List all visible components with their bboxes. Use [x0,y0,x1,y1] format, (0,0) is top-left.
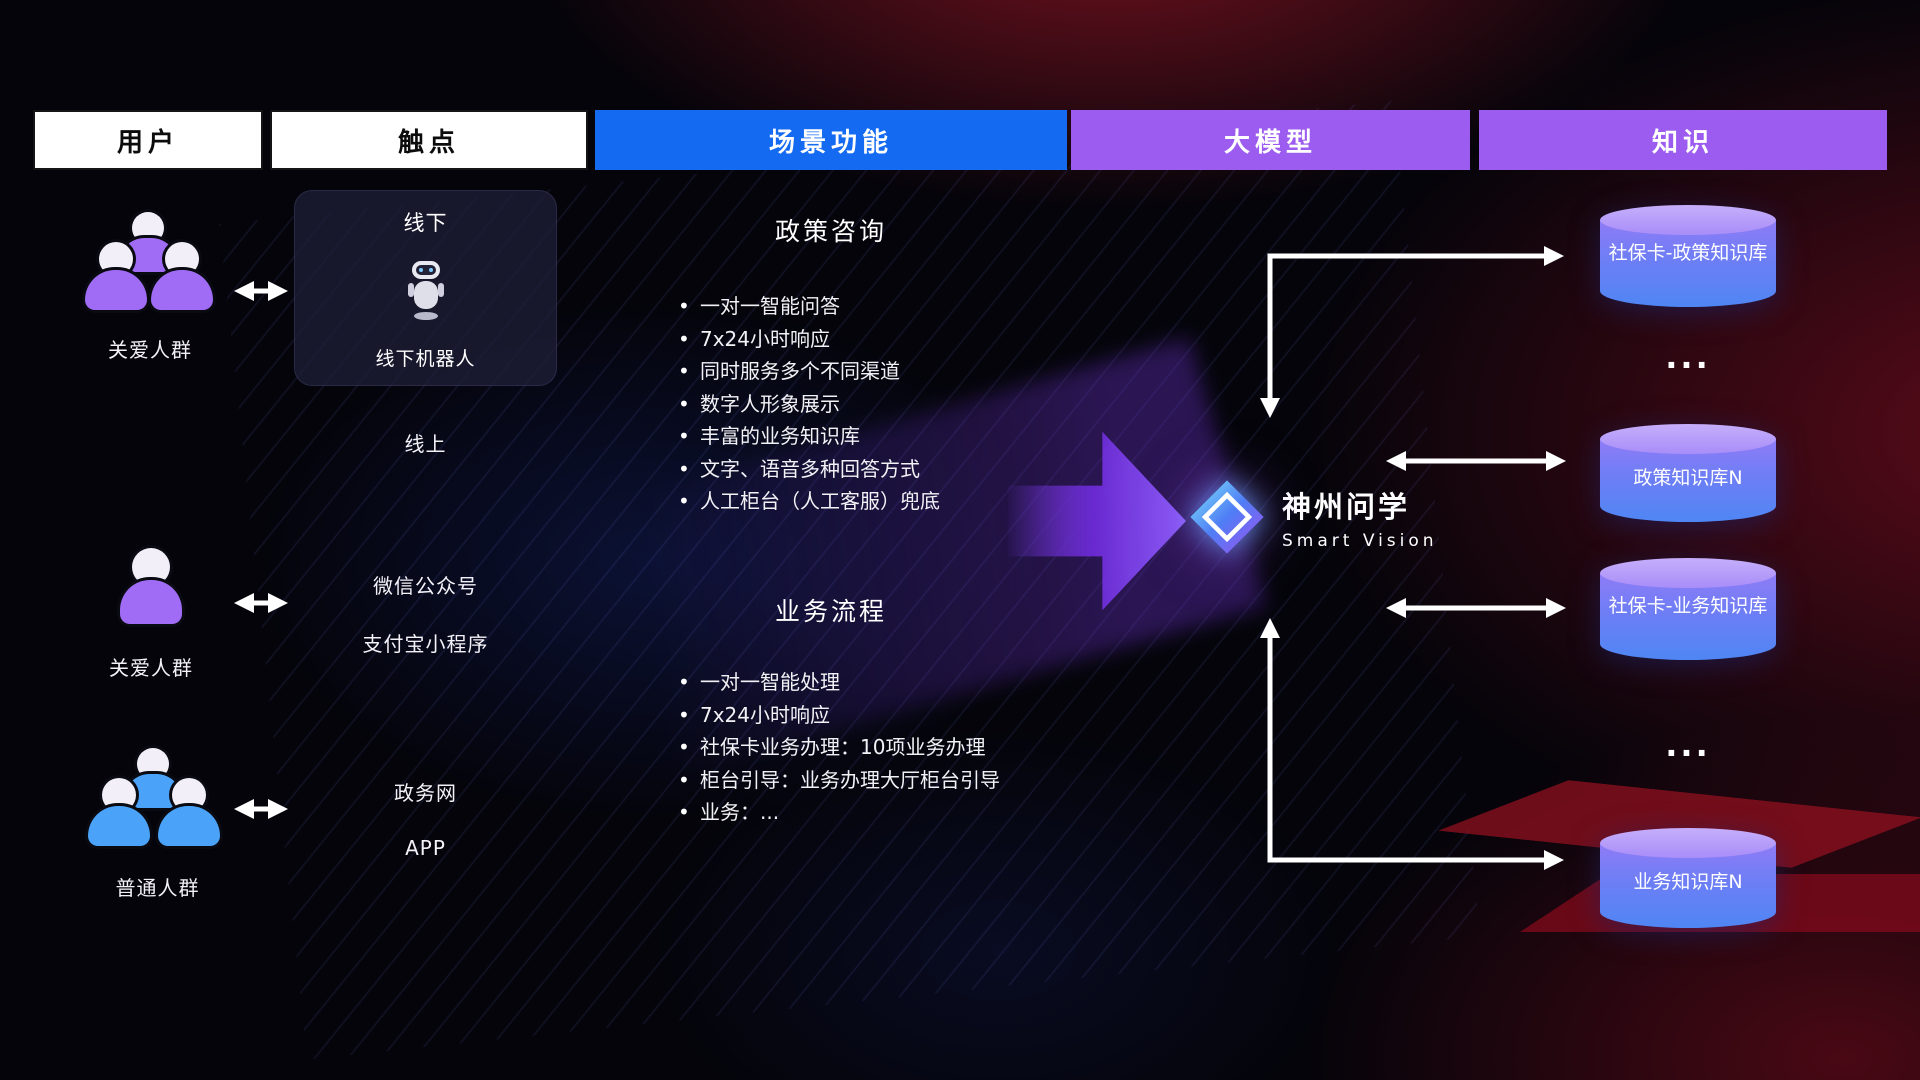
db-business-sscard: 社保卡-业务知识库 [1600,558,1776,660]
db-label: 业务知识库N [1633,871,1743,893]
db-policy-n: 政策知识库N [1600,424,1776,522]
wechat-channel: 微信公众号 [373,574,478,598]
arrow-model-db4 [1260,618,1564,870]
list-item: 7x24小时响应 [676,699,1000,732]
db-label: 政策知识库N [1633,467,1743,489]
header-users: 用户 [33,110,263,170]
person-icon [85,242,147,310]
list-item: 一对一智能处理 [676,666,1000,699]
db-cylinder-top [1600,424,1776,454]
model-name: 神州问学 [1282,489,1411,524]
header-large-model-label: 大模型 [1223,127,1317,158]
offline-title: 线下 [403,211,448,235]
list-item: 人工柜台（人工客服）兜底 [676,485,940,518]
db-policy-sscard: 社保卡-政策知识库 [1600,205,1776,307]
header-scenarios-label: 场景功能 [768,127,893,158]
logo-text-block: 神州问学 Smart Vision [1282,484,1438,551]
person-icon [158,778,220,846]
list-item: 柜台引导：业务办理大厅柜台引导 [676,764,1000,797]
online-title: 线上 [404,432,447,456]
alipay-channel: 支付宝小程序 [362,632,489,656]
db-cylinder-top [1600,558,1776,588]
policy-consult-list: 一对一智能问答 7x24小时响应 同时服务多个不同渠道 数字人形象展示 丰富的业… [676,290,940,518]
diamond-logo-icon [1190,480,1264,554]
header-touchpoints-label: 触点 [397,127,460,158]
db-label: 社保卡-业务知识库 [1608,595,1768,617]
general-group-icon [88,748,223,860]
flow-arrow [1008,431,1186,611]
arrow-model-db1 [1260,246,1564,418]
person-icon [120,548,182,624]
person-icon [151,242,213,310]
offline-robot-label: 线下机器人 [375,348,476,370]
header-users-label: 用户 [116,127,179,158]
list-item: 业务：... [676,796,1000,829]
user-label-caring-2: 关爱人群 [109,656,193,680]
user-label-caring-1: 关爱人群 [108,338,192,362]
db-label: 社保卡-政策知识库 [1608,242,1768,264]
header-large-model: 大模型 [1071,110,1470,170]
list-item: 同时服务多个不同渠道 [676,355,940,388]
person-icon [88,778,150,846]
header-knowledge-label: 知识 [1651,127,1714,158]
list-item: 7x24小时响应 [676,323,940,356]
db-cylinder-top [1600,205,1776,235]
ellipsis-1: ... [1665,338,1711,376]
model-subtitle: Smart Vision [1282,530,1438,551]
list-item: 丰富的业务知识库 [676,420,940,453]
header-scenarios: 场景功能 [595,110,1067,170]
policy-consult-title: 政策咨询 [774,217,887,246]
list-item: 文字、语音多种回答方式 [676,453,940,486]
business-process-title: 业务流程 [774,597,887,626]
header-touchpoints: 触点 [270,110,588,170]
smart-vision-logo: 神州问学 Smart Vision [1188,478,1438,556]
caring-person-icon [118,548,184,648]
header-knowledge: 知识 [1479,110,1887,170]
gov-web-channel: 政务网 [394,781,457,805]
app-channel: APP [405,836,446,860]
offline-robot-card: 线下 线下机器人 [294,190,557,386]
ellipsis-2: ... [1665,726,1711,764]
business-process-list: 一对一智能处理 7x24小时响应 社保卡业务办理：10项业务办理 柜台引导：业务… [676,666,1000,829]
db-business-n: 业务知识库N [1600,828,1776,928]
list-item: 社保卡业务办理：10项业务办理 [676,731,1000,764]
caring-group-icon [85,212,215,324]
user-label-general: 普通人群 [115,876,200,900]
robot-icon [407,260,444,320]
list-item: 数字人形象展示 [676,388,940,421]
list-item: 一对一智能问答 [676,290,940,323]
